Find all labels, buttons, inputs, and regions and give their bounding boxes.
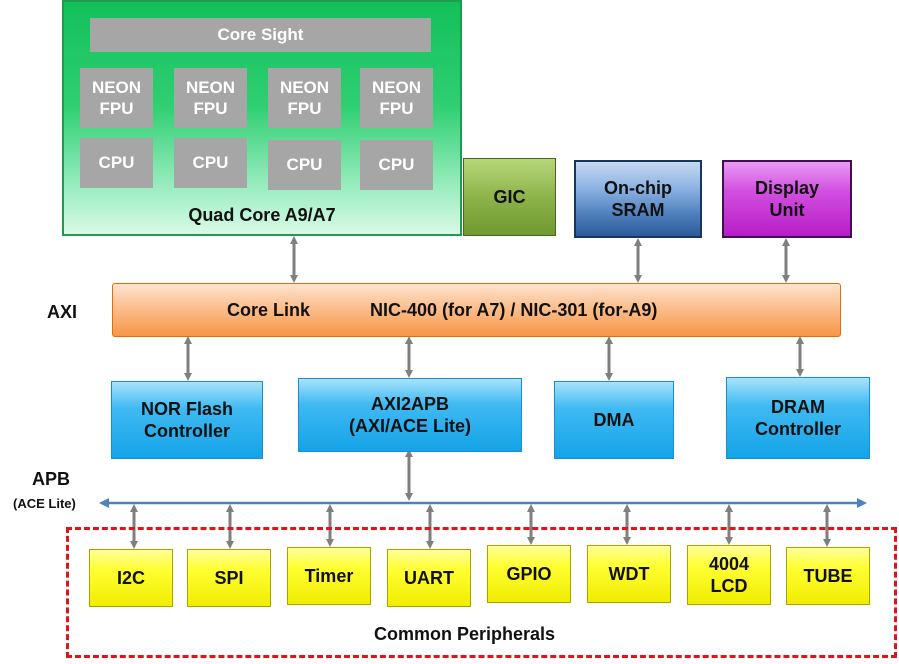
axi2apb-block: AXI2APB (AXI/ACE Lite) bbox=[298, 378, 522, 452]
peripheral-gpio: GPIO bbox=[487, 545, 571, 603]
peripheral-tube: TUBE bbox=[786, 547, 870, 605]
peripheral-4004-lcd: 4004 LCD bbox=[687, 545, 771, 605]
cpu-1: CPU bbox=[80, 138, 153, 188]
peripheral-wdt: WDT bbox=[587, 545, 671, 603]
cluster-label: Quad Core A9/A7 bbox=[188, 205, 336, 225]
peripheral-spi: SPI bbox=[187, 549, 271, 607]
common-peripherals-label: Common Peripherals bbox=[373, 624, 556, 644]
cpu-4: CPU bbox=[360, 140, 433, 190]
apb-sublabel: (ACE Lite) bbox=[13, 496, 76, 511]
corelink-description: NIC-400 (for A7) / NIC-301 (for-A9) bbox=[370, 299, 658, 320]
corelink-name: Core Link bbox=[227, 299, 311, 320]
neon-fpu-1: NEON FPU bbox=[80, 68, 153, 128]
gic-block: GIC bbox=[463, 158, 556, 236]
peripheral-timer: Timer bbox=[287, 547, 371, 605]
neon-fpu-3: NEON FPU bbox=[268, 68, 341, 128]
neon-fpu-4: NEON FPU bbox=[360, 68, 433, 128]
common-peripherals-group bbox=[66, 527, 897, 658]
quad-core-cluster: Core Sight NEON FPU NEON FPU NEON FPU NE… bbox=[62, 0, 462, 236]
nor-flash-controller: NOR Flash Controller bbox=[111, 381, 263, 459]
onchip-sram-block: On-chip SRAM bbox=[574, 160, 702, 238]
axi-label: AXI bbox=[47, 302, 78, 322]
peripheral-uart: UART bbox=[387, 549, 471, 607]
dram-controller: DRAM Controller bbox=[726, 377, 870, 459]
peripheral-i2c: I2C bbox=[89, 549, 173, 607]
cpu-2: CPU bbox=[174, 138, 247, 188]
coresight-block: Core Sight bbox=[90, 18, 431, 52]
neon-fpu-2: NEON FPU bbox=[174, 68, 247, 128]
display-unit-block: Display Unit bbox=[722, 160, 852, 238]
dma-block: DMA bbox=[554, 381, 674, 459]
apb-label: APB bbox=[32, 469, 71, 489]
corelink-bar: Core Link NIC-400 (for A7) / NIC-301 (fo… bbox=[112, 283, 841, 337]
cpu-3: CPU bbox=[268, 140, 341, 190]
